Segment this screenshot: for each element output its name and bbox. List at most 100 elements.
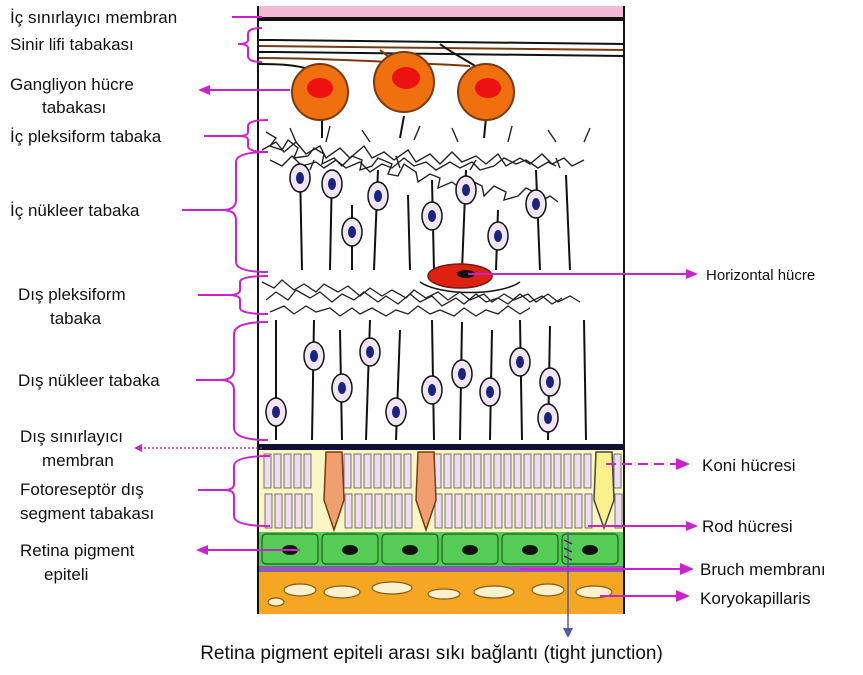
rod-segment <box>274 454 281 488</box>
label-photoreceptor-outer-segment-line1: Fotoreseptör dış <box>20 479 144 500</box>
left-arrowheads <box>134 85 210 555</box>
rod-segment <box>364 454 371 488</box>
rod-segment <box>445 494 452 528</box>
label-outer-limiting-membrane-line2: membran <box>42 450 114 471</box>
label-outer-limiting-membrane-line1: Dış sınırlayıcı <box>20 426 123 447</box>
rod-segment <box>575 494 582 528</box>
rod-segment <box>534 454 541 488</box>
rod-segment <box>295 494 302 528</box>
label-retinal-pigment-epithelium-line1: Retina pigment <box>20 540 134 561</box>
rod-segment <box>385 494 392 528</box>
outer-nucleus <box>360 338 380 366</box>
rod-segment <box>365 494 372 528</box>
rpe-nucleus <box>342 545 358 555</box>
inner-nucleus <box>456 176 476 204</box>
rod-segment <box>484 454 491 488</box>
inner-limiting-membrane-band <box>258 6 624 18</box>
rpe-nucleus <box>522 545 538 555</box>
rod-segment <box>374 454 381 488</box>
rod-segment <box>564 454 571 488</box>
rod-segment <box>495 494 502 528</box>
rpe-nucleus <box>462 545 478 555</box>
inner-nucleus <box>342 218 362 246</box>
rod-segment <box>354 454 361 488</box>
inner-limiting-membrane-line <box>258 17 624 21</box>
rod-segment <box>485 494 492 528</box>
outer-nucleus <box>510 348 530 376</box>
rod-segment <box>554 454 561 488</box>
rod-segment <box>574 454 581 488</box>
rod-segment <box>405 494 412 528</box>
rod-segment <box>275 494 282 528</box>
outer-nucleus <box>540 368 560 396</box>
rpe-nucleus <box>402 545 418 555</box>
rod-segment <box>524 454 531 488</box>
caption-tight-junction: Retina pigment epiteli arası sıkı bağlan… <box>0 643 863 665</box>
rod-segment <box>384 454 391 488</box>
rod-segment <box>555 494 562 528</box>
rod-segment <box>355 494 362 528</box>
outer-nucleus <box>386 398 406 426</box>
rod-segment <box>375 494 382 528</box>
rod-segment <box>535 494 542 528</box>
inner-nucleus <box>422 202 442 230</box>
rod-segment <box>404 454 411 488</box>
rod-segment <box>284 454 291 488</box>
label-bruch-membrane: Bruch membranı <box>700 559 826 580</box>
rod-segment <box>514 454 521 488</box>
rod-segment <box>294 454 301 488</box>
inner-nucleus <box>290 164 310 192</box>
label-horizontal-cell: Horizontal hücre <box>706 265 815 286</box>
rod-segment <box>515 494 522 528</box>
rod-segment <box>455 494 462 528</box>
outer-nucleus <box>332 374 352 402</box>
rod-segment <box>615 494 622 528</box>
inner-nucleus <box>526 190 546 218</box>
rod-segment <box>305 494 312 528</box>
inner-nucleus <box>368 182 388 210</box>
label-inner-plexiform-layer: İç pleksiform tabaka <box>10 126 161 147</box>
rod-segment <box>444 454 451 488</box>
rod-segment <box>585 494 592 528</box>
label-retinal-pigment-epithelium-line2: epiteli <box>44 564 88 585</box>
label-ganglion-cell-layer-line1: Gangliyon hücre <box>10 74 134 95</box>
rod-segment <box>285 494 292 528</box>
rod-segment <box>504 454 511 488</box>
label-ganglion-cell-layer-line2: tabakası <box>42 97 106 118</box>
label-inner-nuclear-layer: İç nükleer tabaka <box>10 200 139 221</box>
rod-segment <box>474 454 481 488</box>
rod-segment <box>584 454 591 488</box>
outer-nucleus <box>266 398 286 426</box>
outer-nucleus <box>422 376 442 404</box>
rpe-nucleus <box>582 545 598 555</box>
label-photoreceptor-outer-segment-line2: segment tabakası <box>20 503 154 524</box>
label-choriocapillaris: Koryokapillaris <box>700 588 811 609</box>
right-arrowheads <box>676 269 698 602</box>
outer-nucleus <box>304 342 324 370</box>
label-outer-plexiform-layer-line1: Dış pleksiform <box>18 284 126 305</box>
rod-segment <box>505 494 512 528</box>
rod-segment <box>345 494 352 528</box>
outer-nucleus <box>480 378 500 406</box>
rod-segment <box>565 494 572 528</box>
label-outer-nuclear-layer: Dış nükleer tabaka <box>18 370 160 391</box>
outer-limiting-membrane-line <box>258 444 624 450</box>
label-rod-cell: Rod hücresi <box>702 516 793 537</box>
outer-nucleus <box>452 360 472 388</box>
rod-segment <box>395 494 402 528</box>
rod-segment <box>525 494 532 528</box>
rod-segment <box>464 454 471 488</box>
label-cone-cell: Koni hücresi <box>702 455 796 476</box>
rod-segment <box>614 454 621 488</box>
rod-segment <box>264 454 271 488</box>
outer-nucleus <box>538 404 558 432</box>
inner-nucleus <box>322 170 342 198</box>
rod-segment <box>465 494 472 528</box>
rod-segment <box>494 454 501 488</box>
rod-segment <box>304 454 311 488</box>
rod-segment <box>545 494 552 528</box>
rod-segment <box>265 494 272 528</box>
rod-segment <box>394 454 401 488</box>
label-nerve-fiber-layer: Sinir lifi tabakası <box>10 34 134 55</box>
inner-nucleus <box>488 222 508 250</box>
